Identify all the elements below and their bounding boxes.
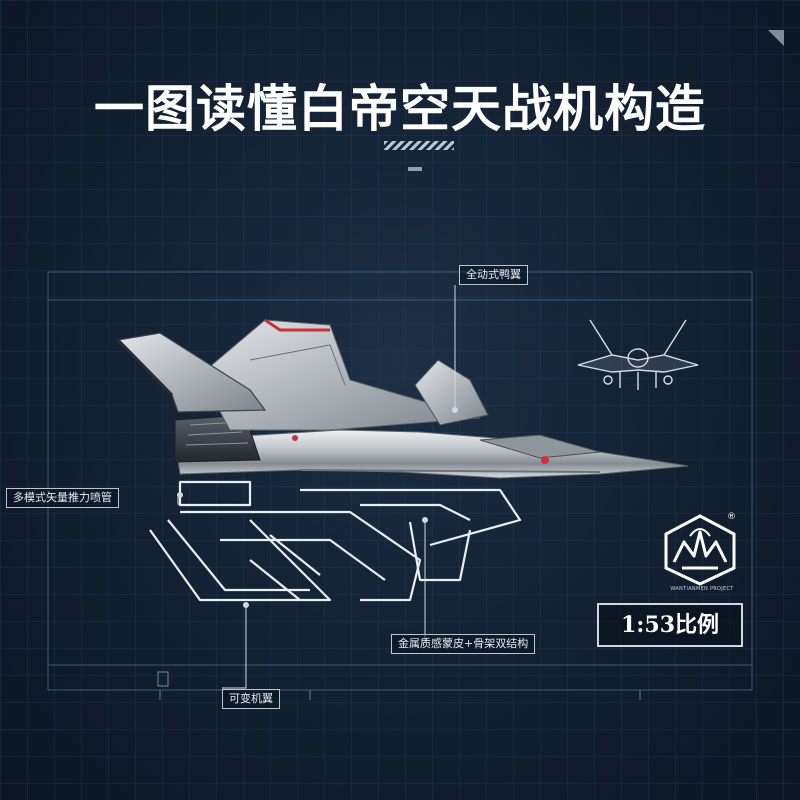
page-title: 一图读懂白帝空天战机构造: [94, 79, 706, 138]
callout-leaders: [177, 285, 458, 689]
frame-lines: [47, 271, 753, 691]
fuselage: [174, 429, 689, 479]
hatch-stripes: [384, 141, 454, 150]
canard: [414, 359, 489, 426]
canopy: [479, 434, 601, 459]
title-dash: [408, 167, 422, 171]
callout-nozzle: 多模式矢量推力喷管: [6, 488, 119, 508]
brand-logo: [664, 514, 736, 586]
callout-canard: 全动式鸭翼: [459, 265, 528, 285]
scale-badge: 1:53比例: [597, 603, 743, 647]
main-wing: [199, 319, 481, 431]
logo-subtitle: WANTIANMEN PROJECT: [670, 586, 734, 592]
callout-skin: 金属质感蒙皮+骨架双结构: [391, 634, 536, 654]
callout-wing: 可变机翼: [222, 689, 280, 709]
corner-triangle: [768, 30, 784, 46]
registered-mark: ®: [727, 512, 736, 522]
front-view-thumbnail: [577, 319, 699, 390]
skeleton-frame: [149, 480, 522, 602]
